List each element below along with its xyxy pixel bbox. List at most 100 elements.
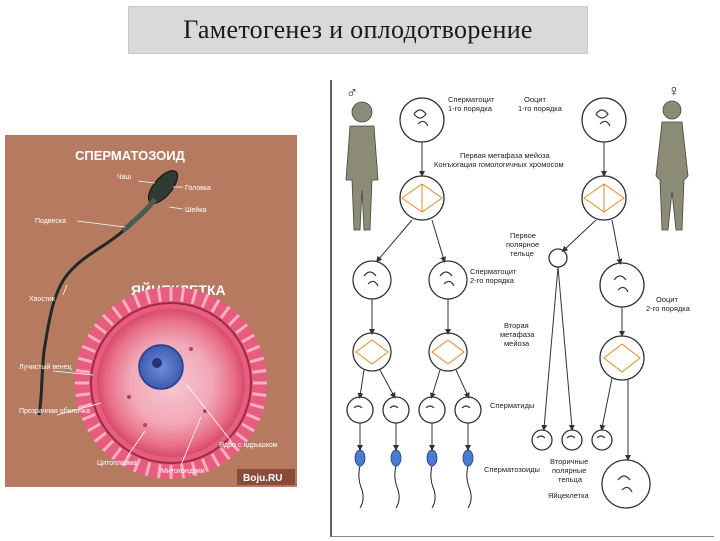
- label-metaphase2-l3: мейоза: [504, 339, 530, 348]
- sperm-label-neck: Чаш: [117, 174, 132, 181]
- label-spermatocyte2: Сперматоцит 2-го порядка: [470, 267, 519, 285]
- corona-ray: [144, 289, 152, 305]
- label-egg: Яйцеклетка: [548, 491, 590, 500]
- corona-ray: [180, 287, 186, 302]
- egg-label-cytoplasm: Цитоплазма: [97, 460, 137, 467]
- polar-body-2c-cell: [591, 429, 613, 451]
- corona-ray: [219, 447, 231, 461]
- corona-ray: [81, 412, 96, 422]
- page-title: Гаметогенез и оплодотворение: [183, 15, 533, 44]
- egg-drawing: [52, 287, 267, 479]
- label-polar2: Вторичные полярные тельца: [550, 457, 590, 484]
- label-polar1-l3: тельце: [510, 249, 534, 258]
- oocyte1-cell: [581, 97, 627, 143]
- label-spermatocyte2-l2: 2-го порядка: [470, 276, 515, 285]
- label-polar2-l2: полярные: [552, 466, 586, 475]
- label-metaphase1-l1: Первая метафаза мейоза: [460, 151, 551, 160]
- corona-ray: [77, 402, 93, 410]
- corona-ray: [121, 299, 132, 313]
- corona-ray: [235, 323, 249, 335]
- metaphase2-b-cell: [428, 332, 468, 372]
- corona-ray: [75, 392, 90, 398]
- corona-ray: [77, 356, 93, 364]
- female-symbol: ♀: [668, 83, 680, 100]
- female-figure-icon: [655, 100, 689, 231]
- corona-ray: [200, 458, 210, 473]
- male-symbol: ♂: [346, 85, 358, 102]
- corona-ray: [190, 461, 198, 477]
- corona-ray: [111, 305, 123, 319]
- label-oocyte2-l2: 2-го порядка: [646, 304, 691, 313]
- corona-ray: [210, 299, 221, 313]
- male-figure-icon: [345, 101, 379, 231]
- label-oocyte1-l1: Ооцит: [524, 95, 546, 104]
- label-metaphase1: Первая метафаза мейоза Конъюгация гомоло…: [434, 151, 564, 169]
- egg-label-nucleus: Ядро с ядрышком: [219, 442, 278, 449]
- label-polar2-l1: Вторичные: [550, 457, 588, 466]
- label-spermatozoa: Сперматозоиды: [484, 465, 540, 474]
- label-oocyte2-l1: Ооцит: [656, 295, 678, 304]
- gametogenesis-diagram: ♂ ♀: [330, 80, 714, 537]
- polar-body-2a-cell: [531, 429, 553, 451]
- corona-ray: [87, 422, 101, 433]
- corona-ray: [246, 412, 261, 422]
- sperm-label-head: Головка: [185, 185, 211, 192]
- spermatid-1-cell: [346, 396, 374, 424]
- label-spermatocyte1-l1: Сперматоцит: [448, 95, 495, 104]
- spermatid-3-cell: [418, 396, 446, 424]
- label-oocyte2: Ооцит 2-го порядка: [646, 295, 691, 313]
- label-polar1: Первое полярное тельце: [506, 231, 541, 258]
- spermatid-2-cell: [382, 396, 410, 424]
- label-spermatocyte2-l1: Сперматоцит: [470, 267, 517, 276]
- corona-ray: [156, 464, 162, 479]
- label-metaphase2: Вторая метафаза мейоза: [500, 321, 537, 348]
- label-oocyte1-l2: 1-го порядка: [518, 104, 563, 113]
- corona-ray: [210, 453, 221, 467]
- corona-ray: [246, 344, 261, 354]
- label-spermatocyte1-l2: 1-го порядка: [448, 104, 493, 113]
- corona-ray: [252, 368, 267, 374]
- label-spermatocyte1: Сперматоцит 1-го порядка: [448, 95, 497, 113]
- corona-ray: [87, 333, 101, 344]
- corona-ray: [93, 431, 107, 443]
- polar-body-1-cell: [548, 248, 568, 268]
- sperm-egg-svg: СПЕРМАТОЗОИД ЯЙЦЕКЛЕТКА Чаш Головка Шейк…: [19, 148, 295, 485]
- egg-label-zona: Лучистый венец: [19, 363, 72, 371]
- corona-ray: [81, 344, 96, 354]
- gametogenesis-svg: ♂ ♀: [345, 83, 691, 509]
- egg-label-mito: Митохондрии: [161, 468, 205, 475]
- corona-ray: [241, 333, 255, 344]
- egg-label-membrane: Прозрачная оболочка: [19, 407, 90, 415]
- label-spermatids: Сперматиды: [490, 401, 534, 410]
- label-polar1-l1: Первое: [510, 231, 536, 240]
- corona-ray: [121, 453, 132, 467]
- corona-ray: [200, 293, 210, 308]
- label-metaphase1-l2: Конъюгация гомологичных хромосом: [434, 160, 564, 169]
- corona-ray: [93, 323, 107, 335]
- corona-ray: [235, 431, 249, 443]
- corona-ray: [132, 293, 142, 308]
- corona-ray: [249, 356, 265, 364]
- title-banner: Гаметогенез и оплодотворение: [128, 6, 588, 54]
- watermark: Boju.RU: [243, 473, 282, 484]
- corona-ray: [249, 402, 265, 410]
- label-polar2-l3: тельца: [558, 475, 583, 484]
- corona-ray: [102, 314, 115, 327]
- sperm-label-tail: Хвостик: [29, 296, 56, 303]
- corona-ray: [102, 439, 115, 452]
- label-metaphase2-l1: Вторая: [504, 321, 529, 330]
- corona-ray: [132, 458, 142, 473]
- sperm-drawing: [37, 170, 184, 416]
- sperm-label-tailmid: Шейка: [185, 206, 206, 214]
- corona-ray: [144, 461, 152, 477]
- label-polar1-l2: полярное: [506, 240, 539, 249]
- metaphase2-female-cell: [599, 335, 645, 381]
- spermatocyte2-b-cell: [428, 260, 468, 300]
- metaphase2-a-cell: [352, 332, 392, 372]
- egg-cell: [601, 459, 651, 509]
- label-oocyte1: Ооцит 1-го порядка: [518, 95, 563, 113]
- corona-ray: [227, 439, 240, 452]
- polar-body-2b-cell: [561, 429, 583, 451]
- corona-ray: [241, 422, 255, 433]
- corona-ray: [75, 368, 90, 374]
